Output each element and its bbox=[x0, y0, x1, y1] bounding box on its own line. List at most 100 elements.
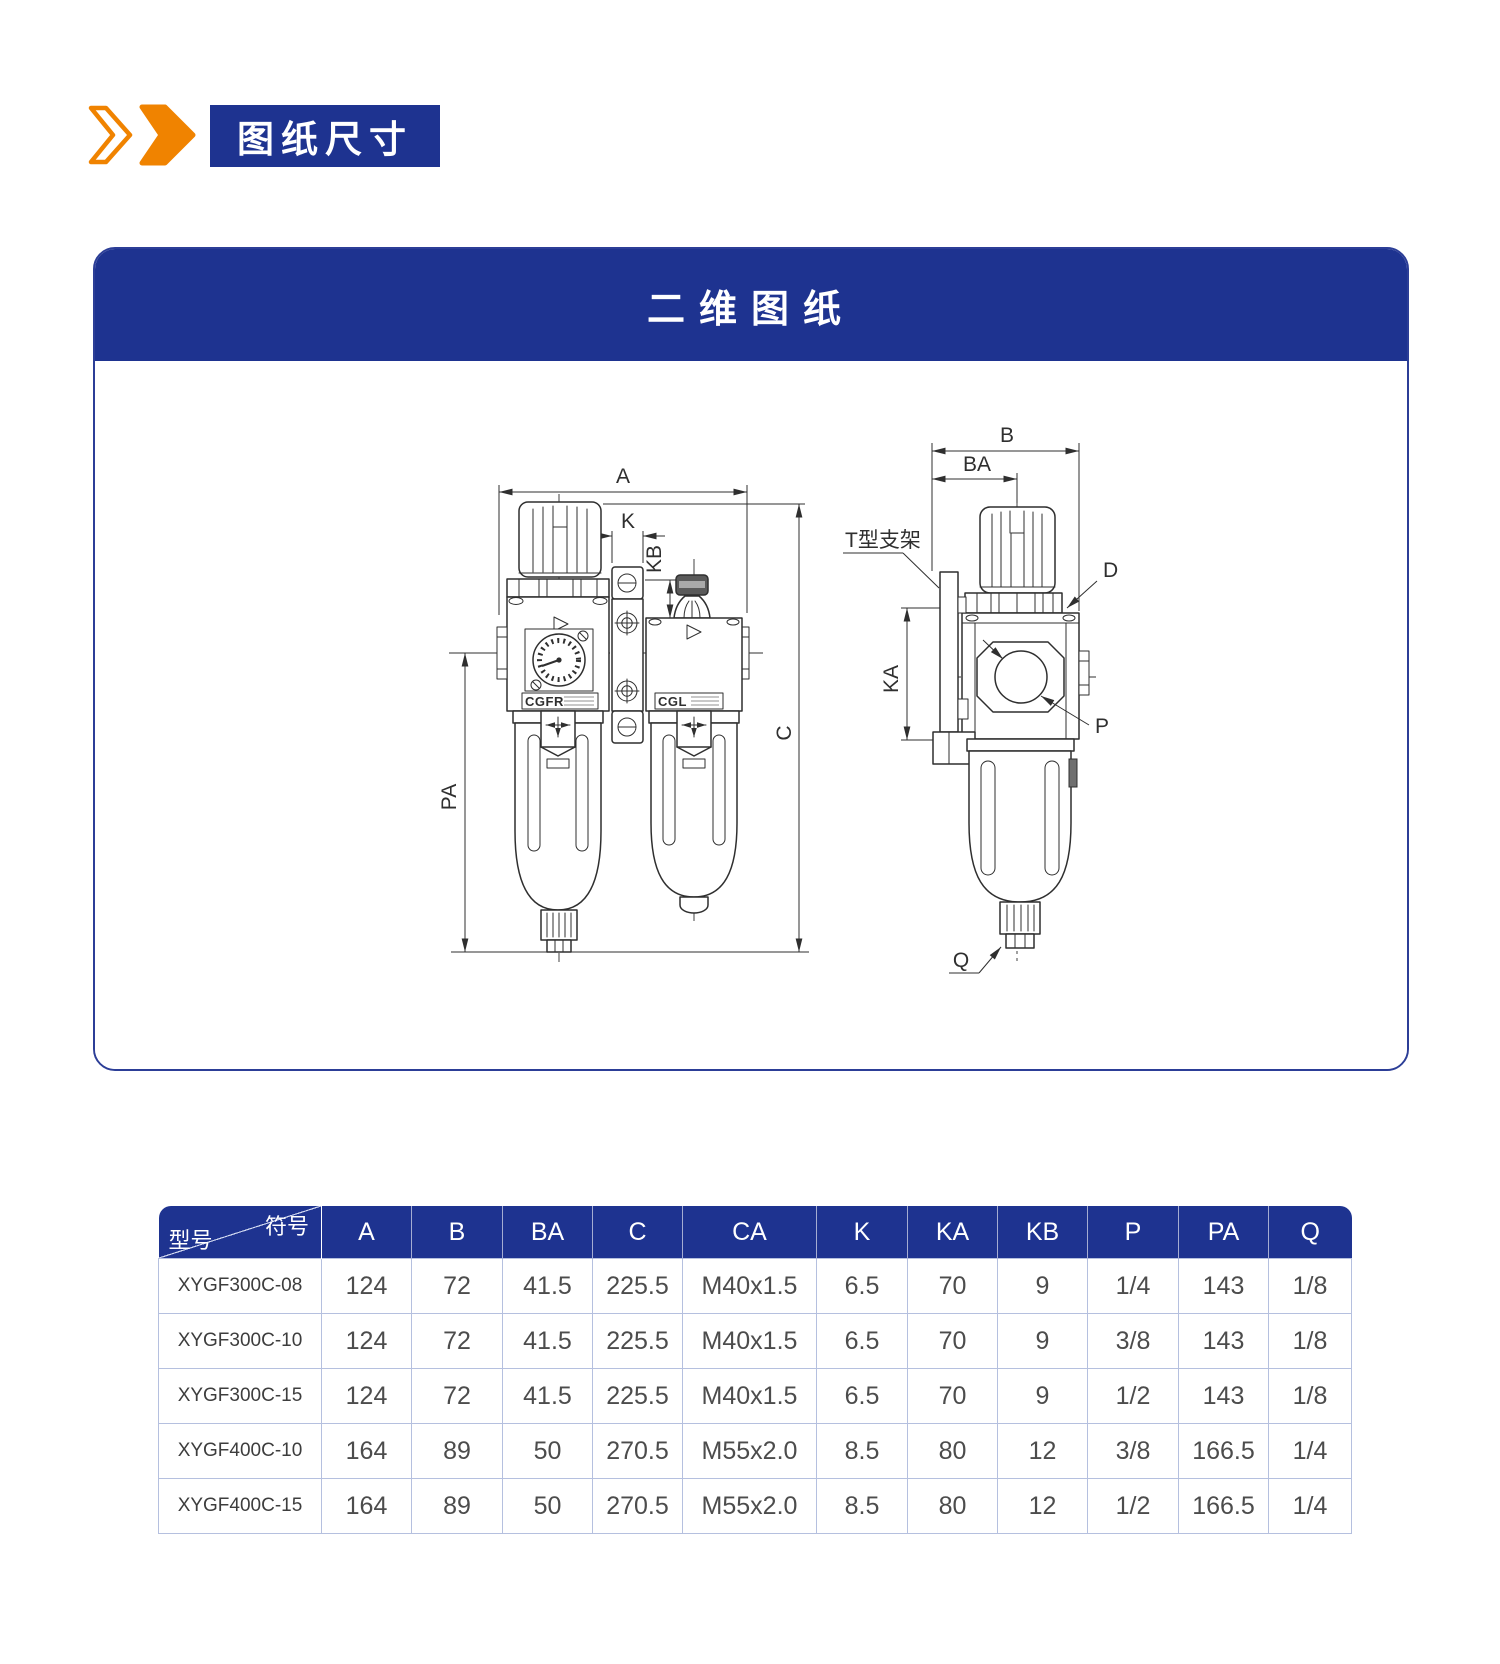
dim-label-Q: Q bbox=[953, 949, 969, 972]
cell-value: 41.5 bbox=[502, 1313, 593, 1369]
nameplate-cgl: CGL bbox=[654, 692, 724, 710]
cell-value: 89 bbox=[411, 1478, 503, 1534]
cell-value: M40x1.5 bbox=[682, 1258, 817, 1314]
regulator-collar bbox=[506, 578, 610, 598]
panel-title: 二维图纸 bbox=[95, 249, 1407, 361]
model-cell: XYGF400C-15 bbox=[158, 1478, 322, 1534]
cell-value: 124 bbox=[321, 1368, 412, 1424]
cell-value: 50 bbox=[502, 1423, 593, 1479]
cell-value: 270.5 bbox=[592, 1423, 683, 1479]
cell-value: 1/4 bbox=[1087, 1258, 1179, 1314]
cell-value: 1/8 bbox=[1268, 1258, 1352, 1314]
dim-label-KA: KA bbox=[880, 665, 903, 693]
cell-value: 166.5 bbox=[1178, 1423, 1269, 1479]
model-cell: XYGF400C-10 bbox=[158, 1423, 322, 1479]
port-hole bbox=[994, 650, 1048, 704]
dim-label-D: D bbox=[1103, 559, 1118, 582]
model-cell: XYGF300C-15 bbox=[158, 1368, 322, 1424]
cell-value: 70 bbox=[907, 1313, 998, 1369]
filter-bowl bbox=[512, 710, 604, 953]
cell-value: 89 bbox=[411, 1423, 503, 1479]
cell-value: 3/8 bbox=[1087, 1313, 1179, 1369]
cell-value: M55x2.0 bbox=[682, 1423, 817, 1479]
cell-value: 225.5 bbox=[592, 1368, 683, 1424]
cell-value: M40x1.5 bbox=[682, 1313, 817, 1369]
column-header: KA bbox=[907, 1206, 998, 1259]
corner-cell: 符号 型号 bbox=[158, 1206, 322, 1259]
column-header: K bbox=[816, 1206, 908, 1259]
side-bowl bbox=[966, 738, 1078, 949]
cell-value: 6.5 bbox=[816, 1368, 908, 1424]
cell-value: 41.5 bbox=[502, 1368, 593, 1424]
side-collar bbox=[964, 592, 1063, 614]
cell-value: 143 bbox=[1178, 1258, 1269, 1314]
cell-value: 41.5 bbox=[502, 1258, 593, 1314]
cell-value: 164 bbox=[321, 1423, 412, 1479]
dim-label-P: P bbox=[1095, 715, 1109, 738]
corner-label-symbol: 符号 bbox=[264, 1214, 309, 1239]
column-header: Q bbox=[1300, 1217, 1320, 1246]
bracket-label: T型支架 bbox=[845, 529, 921, 552]
technical-drawing: A C PA K bbox=[438, 424, 1118, 974]
unit2-label: CGL bbox=[658, 694, 687, 709]
cell-value: 70 bbox=[907, 1368, 998, 1424]
nameplate-cgfr: CGFR bbox=[521, 692, 599, 710]
model-cell: XYGF300C-10 bbox=[158, 1313, 322, 1369]
column-header: KB bbox=[997, 1206, 1088, 1259]
cell-value: 225.5 bbox=[592, 1258, 683, 1314]
cell-value: 80 bbox=[907, 1478, 998, 1534]
column-header: CA bbox=[682, 1206, 817, 1259]
cell-value: 9 bbox=[997, 1313, 1088, 1369]
cell-value: 9 bbox=[997, 1368, 1088, 1424]
cell-value: 1/2 bbox=[1087, 1368, 1179, 1424]
cell-value: M40x1.5 bbox=[682, 1368, 817, 1424]
cell-value: 164 bbox=[321, 1478, 412, 1534]
cell-value: 1/4 bbox=[1268, 1478, 1352, 1534]
cell-value: 270.5 bbox=[592, 1478, 683, 1534]
side-body bbox=[961, 612, 1090, 740]
cell-value: 6.5 bbox=[816, 1258, 908, 1314]
dim-label-BA: BA bbox=[963, 453, 991, 476]
page-title: 图纸尺寸 bbox=[210, 105, 440, 167]
front-view-drawing: A C PA K bbox=[438, 465, 809, 962]
dim-label-B: B bbox=[1000, 424, 1014, 447]
panel-body: A C PA K bbox=[95, 361, 1407, 1069]
cell-value: 8.5 bbox=[816, 1423, 908, 1479]
mounting-bracket bbox=[611, 566, 644, 744]
cell-value: 1/8 bbox=[1268, 1313, 1352, 1369]
filter-regulator-body bbox=[506, 596, 610, 712]
cell-value: 225.5 bbox=[592, 1313, 683, 1369]
column-header: BA bbox=[502, 1206, 593, 1259]
pressure-gauge bbox=[530, 630, 589, 691]
cell-value: 72 bbox=[411, 1313, 503, 1369]
cell-value: 8.5 bbox=[816, 1478, 908, 1534]
cell-value: 143 bbox=[1178, 1313, 1269, 1369]
cell-value: 72 bbox=[411, 1368, 503, 1424]
model-cell: XYGF300C-08 bbox=[158, 1258, 322, 1314]
dim-label-PA: PA bbox=[438, 784, 461, 810]
cell-value: 72 bbox=[411, 1258, 503, 1314]
cell-value: 124 bbox=[321, 1313, 412, 1369]
dim-label-KB: KB bbox=[643, 545, 666, 573]
cell-value: 80 bbox=[907, 1423, 998, 1479]
column-header: P bbox=[1087, 1206, 1179, 1259]
regulator-knob bbox=[518, 501, 602, 578]
table-row: XYGF400C-10 164 89 50 270.5 M55x2.0 8.5 … bbox=[158, 1423, 1352, 1479]
cell-value: 12 bbox=[997, 1478, 1088, 1534]
drawing-panel: 二维图纸 A bbox=[93, 247, 1409, 1071]
cell-value: M55x2.0 bbox=[682, 1478, 817, 1534]
side-view-drawing: B BA KA bbox=[843, 424, 1118, 974]
cell-value: 1/4 bbox=[1268, 1423, 1352, 1479]
unit1-label: CGFR bbox=[525, 694, 564, 709]
table-header-row: 符号 型号 A B BA C CA K KA KB P PA Q bbox=[158, 1206, 1352, 1259]
column-header: PA bbox=[1178, 1206, 1269, 1259]
dim-label-K: K bbox=[621, 510, 635, 533]
column-header: B bbox=[411, 1206, 503, 1259]
cell-value: 1/8 bbox=[1268, 1368, 1352, 1424]
cell-value: 1/2 bbox=[1087, 1478, 1179, 1534]
cell-value: 166.5 bbox=[1178, 1478, 1269, 1534]
inlet-port bbox=[496, 626, 508, 680]
table-row: XYGF400C-15 164 89 50 270.5 M55x2.0 8.5 … bbox=[158, 1478, 1352, 1534]
diagonal-divider bbox=[158, 1206, 321, 1258]
